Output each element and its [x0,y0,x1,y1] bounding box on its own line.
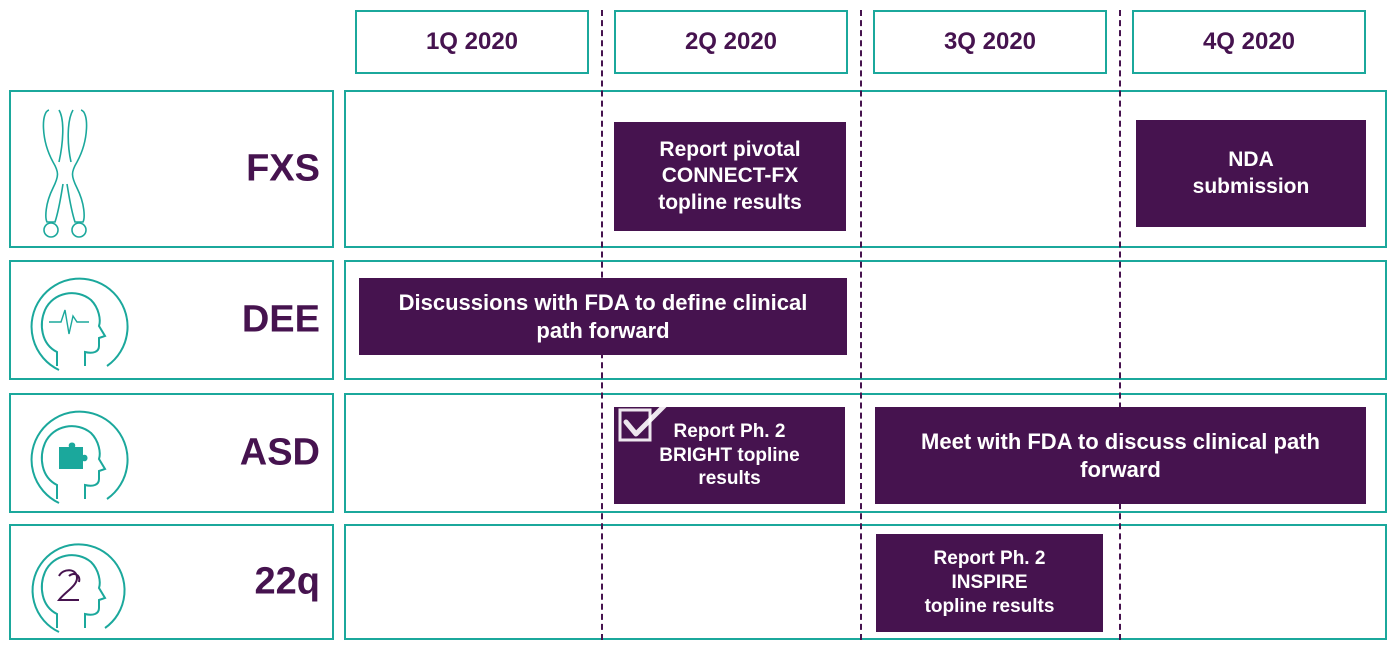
milestone-fxs-report: Report pivotal CONNECT-FX topline result… [614,122,846,231]
chromosome-icon [42,109,88,238]
timeline-row-asd [344,393,1387,513]
timeline-row-22q [344,524,1387,640]
milestone-asd-report: Report Ph. 2 BRIGHT topline results [614,407,845,504]
quarter-divider [1119,10,1121,640]
row-label-dee: DEE [9,260,334,380]
quarter-header-4q: 4Q 2020 [1132,10,1366,74]
milestone-asd-meet: Meet with FDA to discuss clinical path f… [875,407,1366,504]
head-22-icon [31,543,126,633]
row-label-text: 22q [254,560,320,603]
head-brainwave-icon [30,277,129,371]
row-label-text: ASD [239,431,320,474]
row-label-text: FXS [246,147,320,190]
milestone-dee-fda: Discussions with FDA to define clinical … [359,278,847,355]
quarter-header-3q: 3Q 2020 [873,10,1107,74]
row-label-asd: ASD [9,393,334,513]
head-puzzle-icon [30,410,129,504]
row-label-22q: 22q [9,524,334,640]
timeline-row-dee [344,260,1387,380]
checkmark-box-icon [618,401,669,442]
timeline-row-fxs [344,90,1387,248]
row-label-fxs: FXS [9,90,334,248]
milestone-fxs-nda: NDA submission [1136,120,1366,227]
row-label-text: DEE [241,298,320,341]
quarter-divider [860,10,862,640]
milestone-22q-report: Report Ph. 2 INSPIRE topline results [876,534,1103,632]
quarter-header-2q: 2Q 2020 [614,10,848,74]
quarter-header-1q: 1Q 2020 [355,10,589,74]
